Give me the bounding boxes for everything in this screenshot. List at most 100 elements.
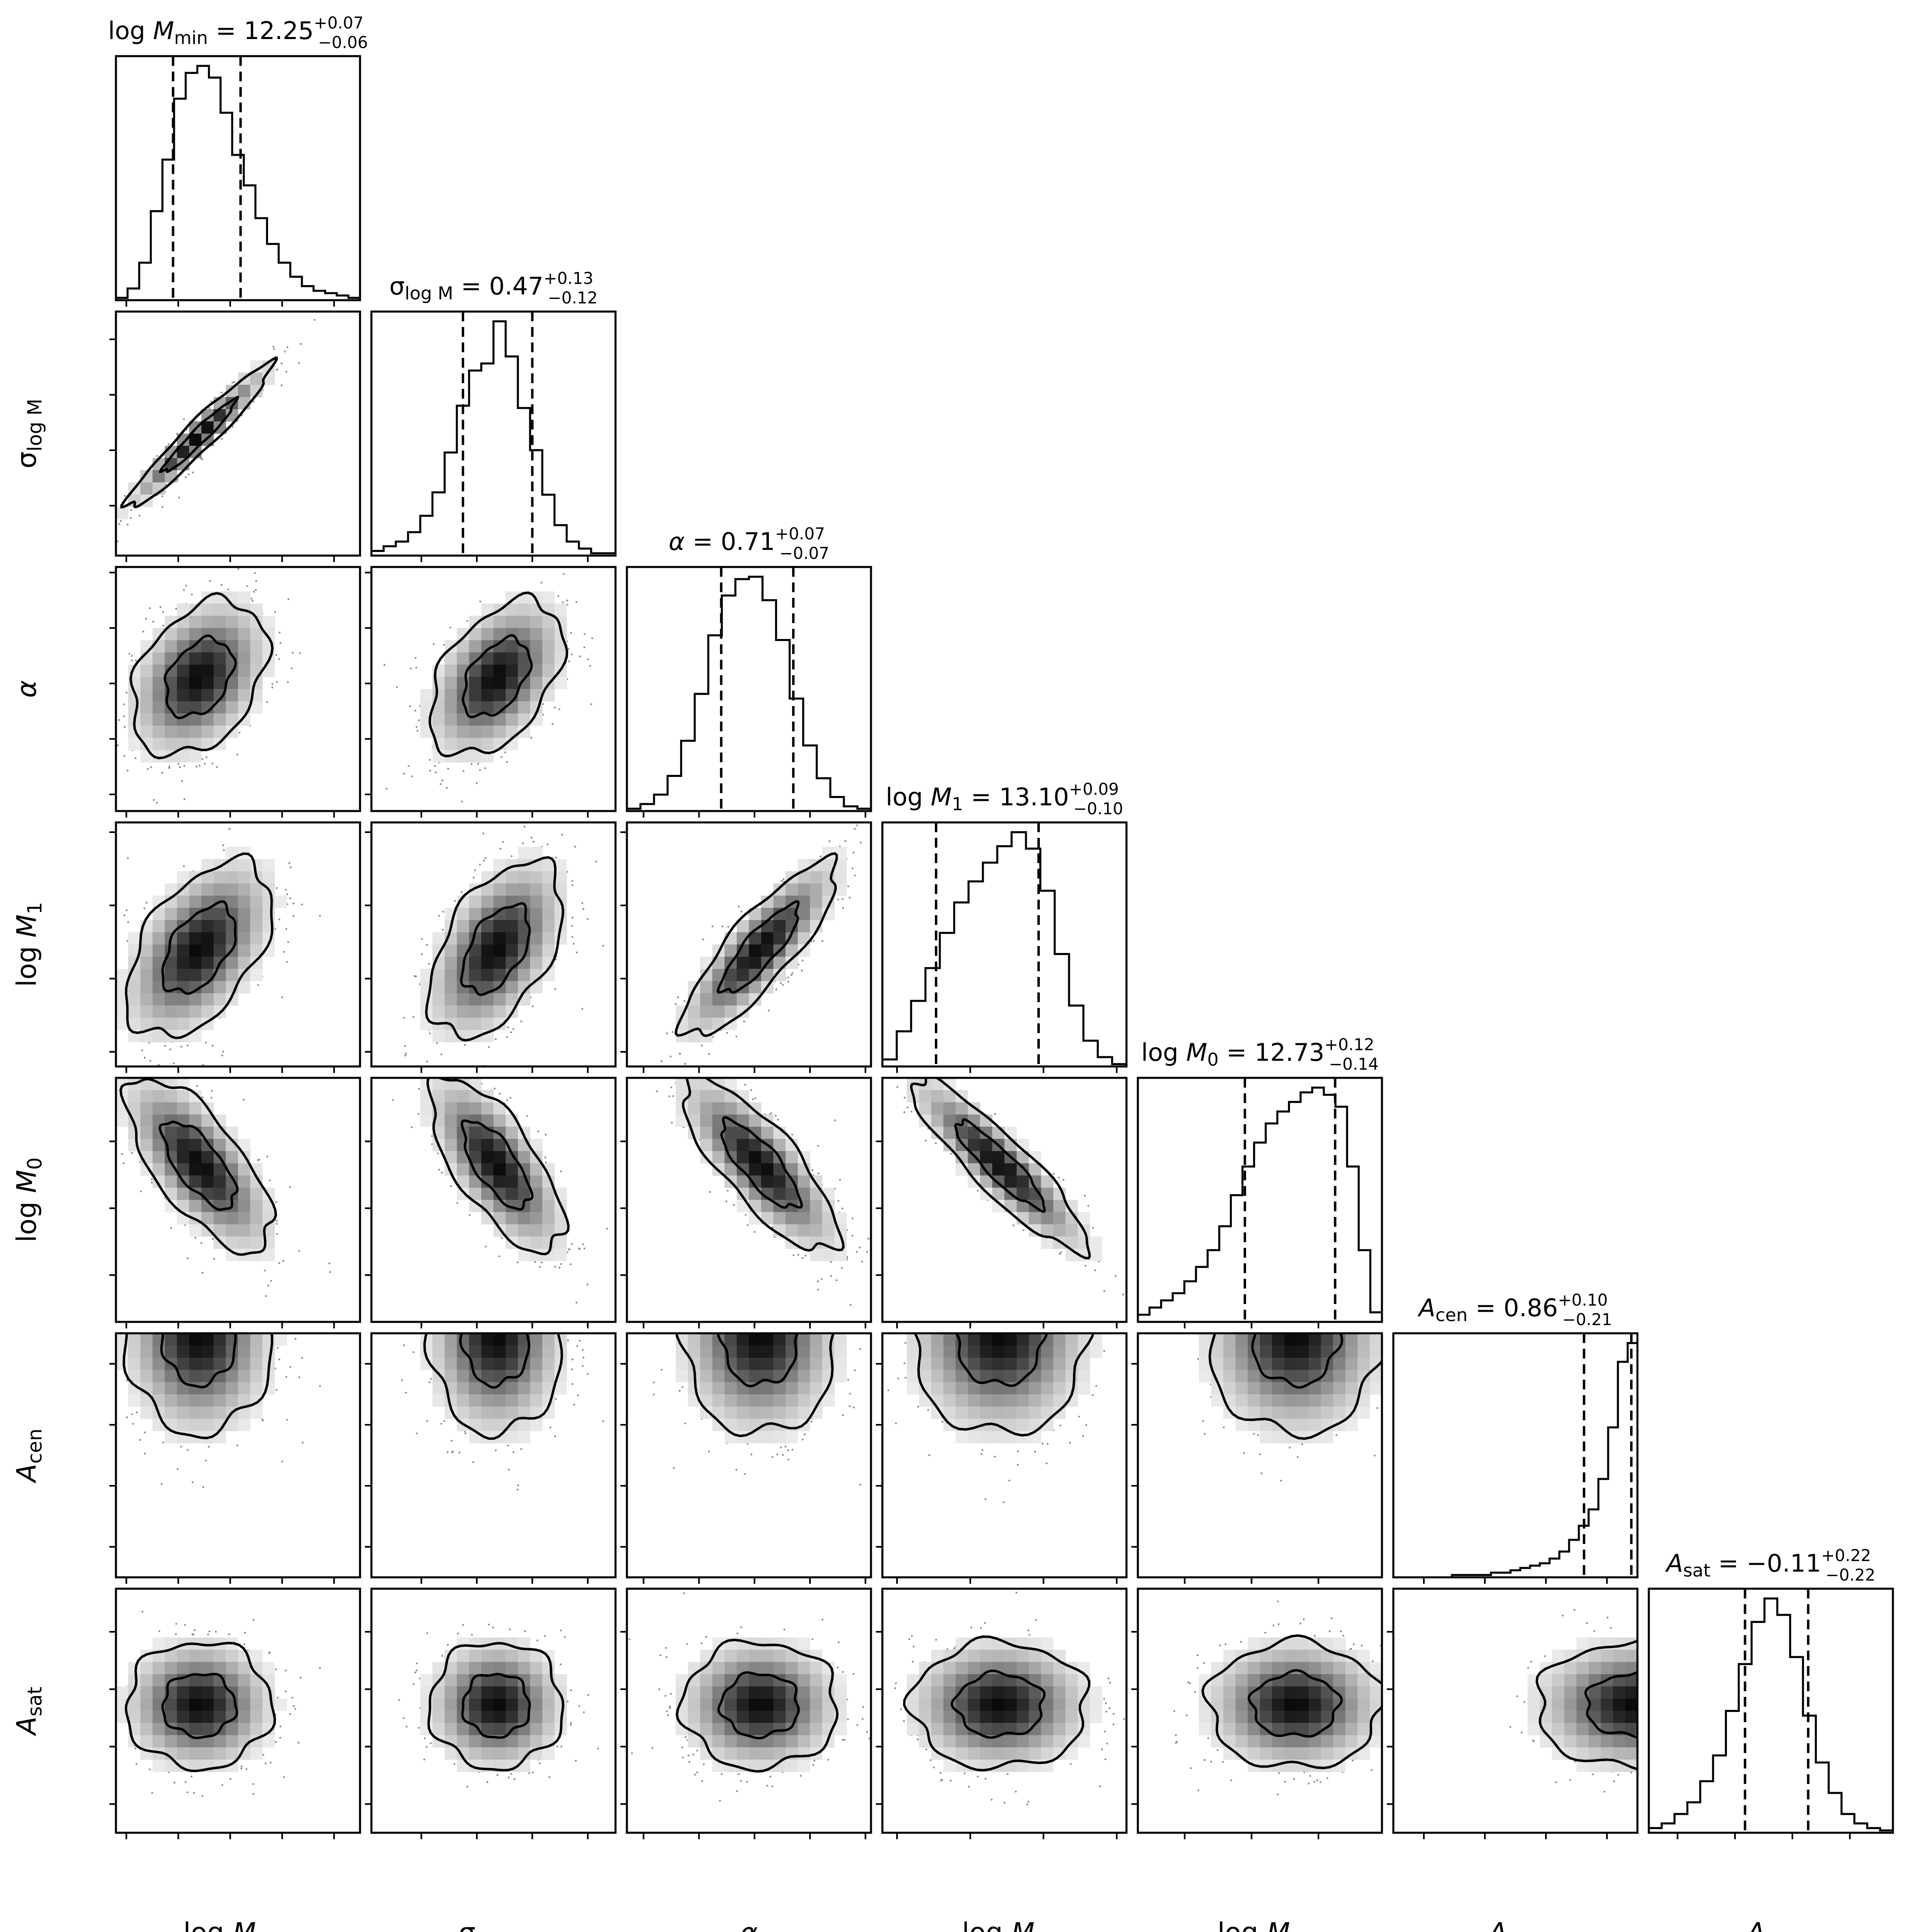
density-cell bbox=[737, 1699, 749, 1711]
density-cell bbox=[250, 1200, 263, 1212]
density-cell bbox=[481, 896, 494, 908]
density-panel-2-5 bbox=[626, 1332, 872, 1579]
density-cell bbox=[1065, 1370, 1078, 1382]
density-cell bbox=[700, 1090, 713, 1103]
density-cell bbox=[201, 1175, 214, 1188]
density-cell bbox=[773, 1175, 786, 1188]
density-cell bbox=[481, 1200, 494, 1212]
density-cell bbox=[688, 1333, 701, 1346]
density-cell bbox=[140, 750, 153, 763]
density-cell bbox=[1041, 1735, 1054, 1748]
density-cell bbox=[907, 1699, 919, 1711]
density-cell bbox=[238, 665, 251, 677]
density-cell bbox=[506, 1345, 518, 1358]
density-cell bbox=[700, 1018, 713, 1030]
density-cell bbox=[1370, 1333, 1382, 1346]
density-cell bbox=[153, 1760, 165, 1772]
density-cell bbox=[1078, 1735, 1090, 1748]
density-cell bbox=[1041, 1370, 1054, 1382]
density-cell bbox=[189, 896, 202, 908]
density-cell bbox=[956, 1394, 968, 1407]
density-cell bbox=[1272, 1735, 1285, 1748]
density-cell bbox=[1004, 1175, 1017, 1188]
density-cell bbox=[177, 1735, 190, 1748]
density-cell bbox=[1041, 1662, 1054, 1675]
density-cell bbox=[1041, 1358, 1054, 1370]
density-cell bbox=[822, 1345, 835, 1358]
density-cell bbox=[749, 1358, 762, 1370]
density-cell bbox=[700, 1711, 713, 1723]
density-cell bbox=[189, 640, 202, 653]
density-cell bbox=[737, 1406, 749, 1419]
contour-outer bbox=[427, 1642, 565, 1772]
density-cell bbox=[201, 883, 214, 896]
density-cell bbox=[530, 1236, 543, 1249]
density-cell bbox=[1321, 1382, 1334, 1395]
density-cell bbox=[201, 1212, 214, 1225]
contour-outer bbox=[675, 1333, 835, 1437]
density-cell bbox=[1004, 1370, 1017, 1382]
density-cell bbox=[177, 1406, 190, 1419]
density-cell bbox=[1564, 1711, 1577, 1723]
contour-inner bbox=[164, 634, 237, 720]
density-cell bbox=[189, 726, 202, 738]
density-cell bbox=[1029, 1406, 1041, 1419]
density-cell bbox=[1625, 1699, 1637, 1711]
density-cell bbox=[493, 1163, 506, 1176]
density-cell bbox=[177, 993, 190, 1006]
density-cell bbox=[919, 1686, 932, 1699]
density-cell bbox=[506, 1686, 518, 1699]
density-cell bbox=[956, 1735, 968, 1748]
density-cell bbox=[1309, 1345, 1321, 1358]
density-cell bbox=[153, 1139, 165, 1151]
density-cell bbox=[226, 871, 238, 884]
density-cell bbox=[1235, 1345, 1248, 1358]
density-cell bbox=[1625, 1686, 1637, 1699]
density-cell bbox=[1053, 1224, 1066, 1237]
density-cell bbox=[481, 1345, 494, 1358]
density-cell bbox=[1260, 1382, 1273, 1395]
density-cell bbox=[445, 1723, 457, 1736]
density-cell bbox=[457, 1735, 469, 1748]
density-cell bbox=[943, 1127, 956, 1139]
density-cell bbox=[201, 1188, 214, 1200]
density-cell bbox=[834, 1370, 847, 1382]
panel-frame bbox=[1137, 1587, 1383, 1834]
density-cell bbox=[493, 1723, 506, 1736]
density-cell bbox=[956, 1662, 968, 1675]
density-cell bbox=[1248, 1382, 1260, 1395]
panel-frame bbox=[626, 1077, 872, 1323]
density-cell bbox=[140, 993, 153, 1006]
density-cell bbox=[1576, 1638, 1589, 1650]
density-cell bbox=[201, 1163, 214, 1176]
density-cell bbox=[992, 1163, 1005, 1176]
density-cell bbox=[1078, 1358, 1090, 1370]
density-cell bbox=[798, 1735, 810, 1748]
density-cell bbox=[481, 1151, 494, 1164]
density-cell bbox=[542, 1686, 555, 1699]
density-cell bbox=[737, 1711, 749, 1723]
density-cell bbox=[128, 993, 141, 1006]
density-cell bbox=[140, 677, 153, 689]
density-cell bbox=[737, 1345, 749, 1358]
density-cell bbox=[773, 1747, 786, 1760]
density-cell bbox=[445, 1699, 457, 1711]
x-axis-label: α bbox=[740, 1917, 758, 1932]
density-cell bbox=[1601, 1686, 1613, 1699]
density-cell bbox=[931, 1735, 944, 1748]
density-cell bbox=[761, 1406, 774, 1419]
density-cell bbox=[1199, 1723, 1211, 1736]
density-panel-2-4 bbox=[626, 1077, 872, 1323]
density-cell bbox=[177, 1018, 190, 1030]
density-cell bbox=[165, 1382, 177, 1395]
density-cell bbox=[226, 957, 238, 969]
density-cell bbox=[822, 1224, 835, 1237]
density-cell bbox=[226, 616, 238, 628]
density-cell bbox=[238, 616, 251, 628]
density-cell bbox=[1309, 1686, 1321, 1699]
density-cell bbox=[773, 1723, 786, 1736]
density-content bbox=[116, 1333, 321, 1488]
density-cell bbox=[1272, 1370, 1285, 1382]
density-cell bbox=[1589, 1650, 1601, 1662]
density-cell bbox=[214, 1212, 226, 1225]
